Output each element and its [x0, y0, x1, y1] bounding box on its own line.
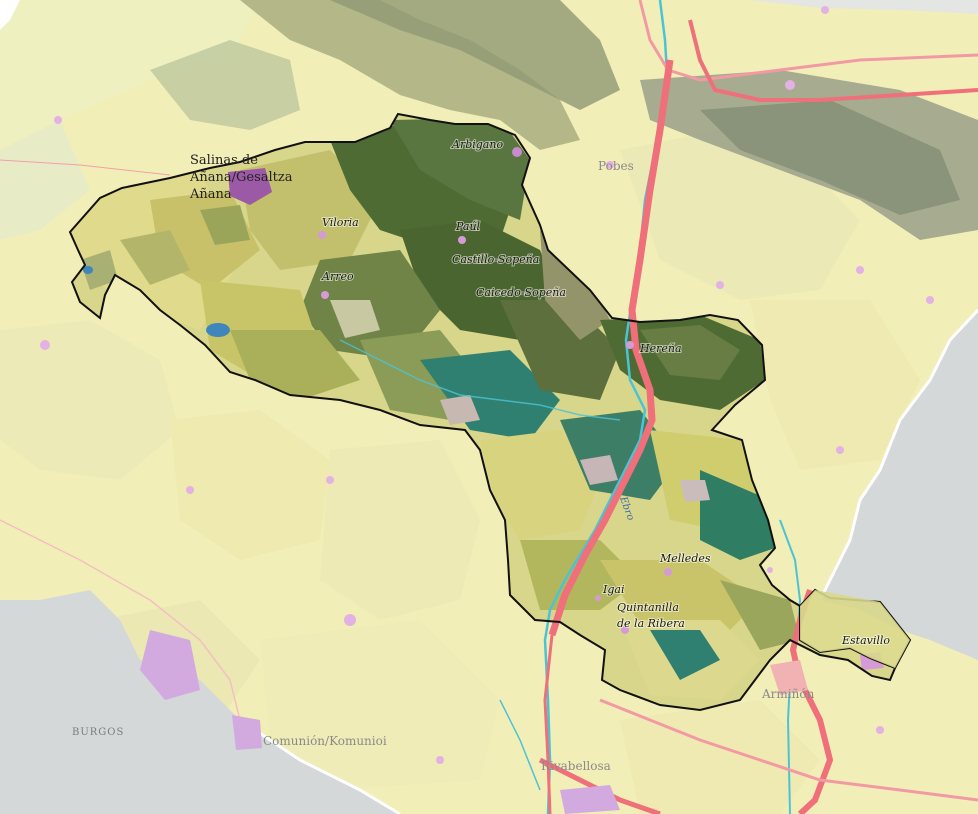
hills-north — [150, 0, 978, 240]
label-salinas-1[interactable]: Salinas de — [190, 153, 258, 168]
label-comunion[interactable]: Comunión/Komunioi — [263, 734, 387, 748]
label-caicedo-sopena[interactable]: Caicedo-Sopeña — [475, 285, 567, 300]
land-cover-outside — [0, 120, 90, 240]
label-arminon[interactable]: Armiñón — [761, 687, 815, 701]
label-igai[interactable]: Igai — [601, 582, 625, 597]
label-quintanilla-1[interactable]: Quintanilla — [616, 600, 680, 615]
label-castillo-sopena[interactable]: Castillo-Sopeña — [451, 252, 540, 267]
label-pobes[interactable]: Pobes — [598, 159, 634, 173]
label-arreo[interactable]: Arreo — [320, 269, 355, 284]
label-salinas-3[interactable]: Añana — [189, 187, 232, 202]
label-herena[interactable]: Hereña — [638, 341, 683, 356]
label-quintanilla-2[interactable]: de la Ribera — [616, 616, 686, 631]
label-paul[interactable]: Paúl — [454, 219, 482, 234]
label-burgos[interactable]: BURGOS — [72, 727, 124, 738]
label-estavillo[interactable]: Estavillo — [840, 633, 891, 648]
estavillo-area — [800, 590, 910, 668]
label-rivabellosa[interactable]: Rivabellosa — [541, 759, 611, 773]
map-labels: Salinas de Añana/Gesaltza Añana Arbigano… — [72, 137, 891, 773]
label-viloria[interactable]: Viloria — [321, 215, 360, 230]
label-melledes[interactable]: Melledes — [658, 551, 712, 566]
label-salinas-2[interactable]: Añana/Gesaltza — [189, 170, 293, 185]
label-arbigano[interactable]: Arbigano — [450, 137, 504, 152]
